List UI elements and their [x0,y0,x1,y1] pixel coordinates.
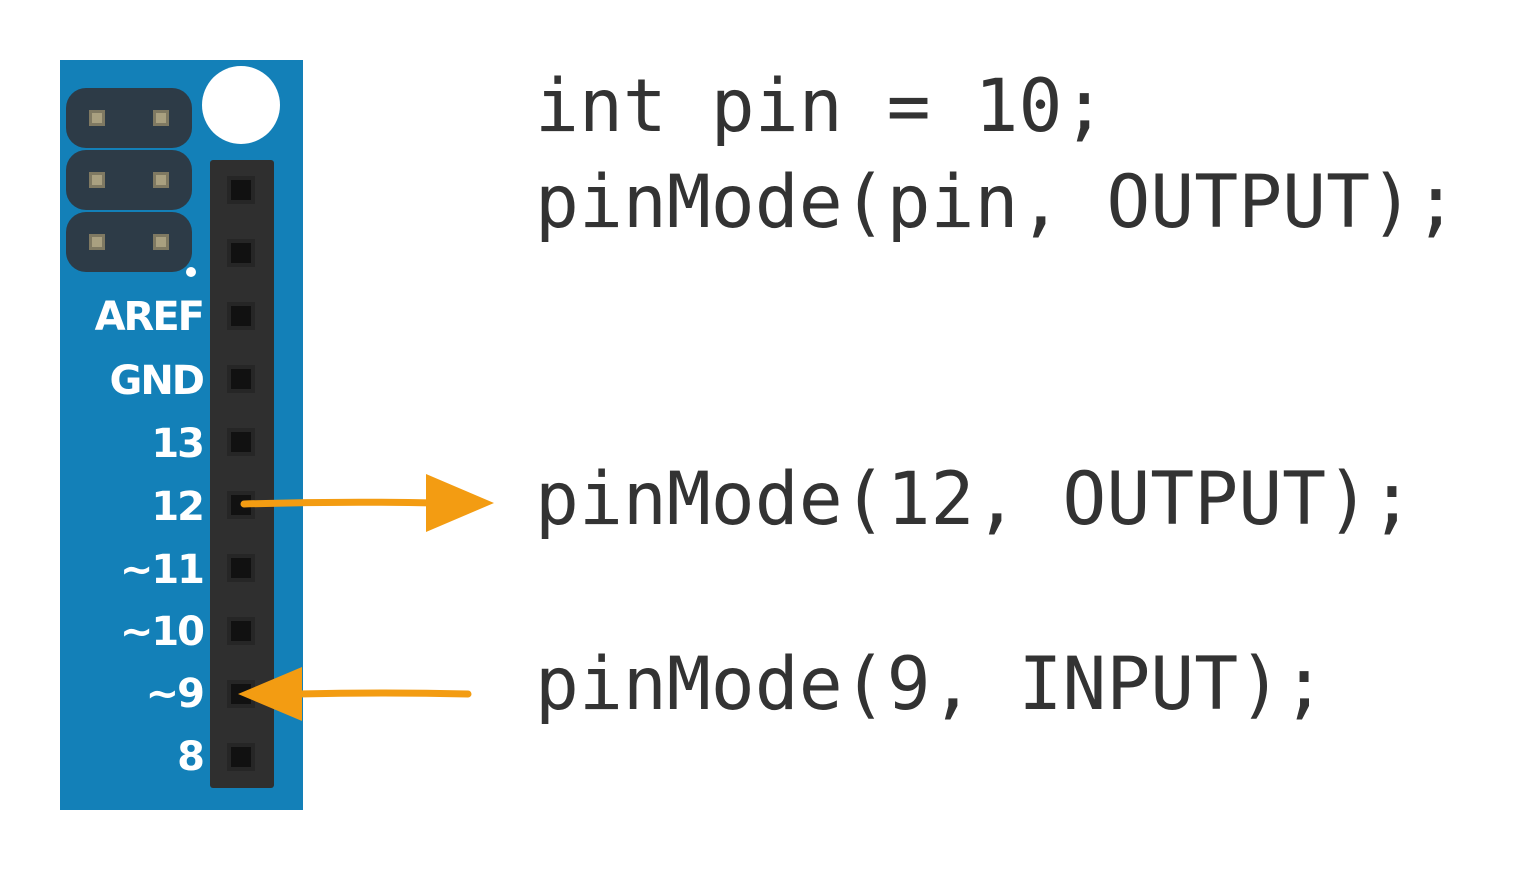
pin-label-11: ~11 [119,547,205,593]
icsp-pin [89,172,105,188]
icsp-pin [153,172,169,188]
input-arrow [238,667,472,721]
code-line-pinmode-9-input: pinMode(9, INPUT); [535,642,1327,727]
code-line-pinmode-12-output: pinMode(12, OUTPUT); [535,457,1414,542]
pin-label-12: 12 [151,484,205,530]
icsp-header-row [66,150,192,210]
pin-label-13: 13 [151,421,205,467]
pin-socket [227,617,255,645]
arduino-board: AREF GND 13 12 ~11 ~10 ~9 8 [60,60,303,810]
pin-label-9: ~9 [145,671,205,717]
icsp-pin [153,110,169,126]
pin-label-gnd: GND [109,358,205,404]
pin-label-8: 8 [177,734,205,780]
pin-socket [227,428,255,456]
icsp-pin [153,234,169,250]
pin-socket [227,365,255,393]
pin-socket [227,302,255,330]
mounting-hole [202,66,280,144]
pin-label-10: ~10 [119,609,205,655]
icsp-header-row [66,212,192,272]
code-line-declare-pin: int pin = 10; [535,64,1107,149]
pin-label-aref: AREF [94,294,205,340]
code-line-pinmode-variable: pinMode(pin, OUTPUT); [535,160,1458,245]
icsp-header-row [66,88,192,148]
icsp-pin [89,234,105,250]
pin-socket [227,176,255,204]
pin-socket [227,239,255,267]
icsp-pin [89,110,105,126]
pin-socket [227,554,255,582]
pin-indicator-dot [186,267,196,277]
pin-socket [227,743,255,771]
output-arrow [240,474,494,532]
